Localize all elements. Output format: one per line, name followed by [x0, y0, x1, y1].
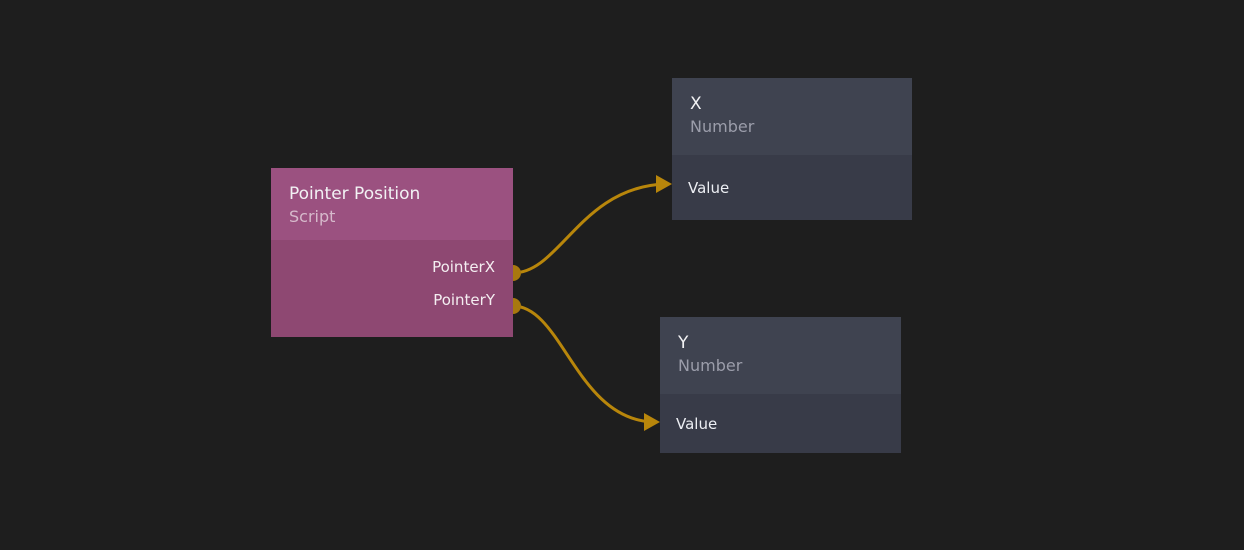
wire-path-pointery — [511, 304, 654, 424]
input-port-label-x-value[interactable]: Value — [688, 178, 730, 197]
node-body-x: Value — [672, 155, 912, 220]
input-arrow-y-value[interactable] — [644, 413, 660, 431]
input-arrow-x-value[interactable] — [656, 175, 672, 193]
output-port-row-pointery[interactable]: PointerY — [271, 283, 513, 316]
input-port-label-y-value[interactable]: Value — [676, 414, 718, 433]
node-subtitle-pointer-position: Script — [289, 207, 336, 226]
node-header-x[interactable]: X Number — [672, 78, 912, 155]
node-header-pointer-position[interactable]: Pointer Position Script — [271, 168, 513, 240]
node-title-pointer-position: Pointer Position — [289, 184, 421, 204]
output-port-row-pointerx[interactable]: PointerX — [271, 250, 513, 283]
node-subtitle-y: Number — [678, 356, 743, 375]
node-pointer-position[interactable]: Pointer Position Script PointerX Pointer… — [271, 168, 513, 337]
node-body-y: Value — [660, 394, 901, 453]
node-number-y[interactable]: Y Number Value — [660, 317, 901, 453]
node-header-y[interactable]: Y Number — [660, 317, 901, 394]
node-subtitle-x: Number — [690, 117, 755, 136]
node-title-x: X — [690, 94, 702, 114]
output-port-label-pointerx: PointerX — [432, 257, 495, 276]
node-title-y: Y — [678, 333, 689, 353]
node-body-pointer-position: PointerX PointerY — [271, 240, 513, 337]
connection-pointerx-to-x-value[interactable] — [505, 175, 672, 281]
output-port-label-pointery: PointerY — [433, 290, 495, 309]
node-number-x[interactable]: X Number Value — [672, 78, 912, 220]
connection-pointery-to-y-value[interactable] — [505, 298, 660, 431]
wire-path-pointerx — [511, 182, 666, 275]
